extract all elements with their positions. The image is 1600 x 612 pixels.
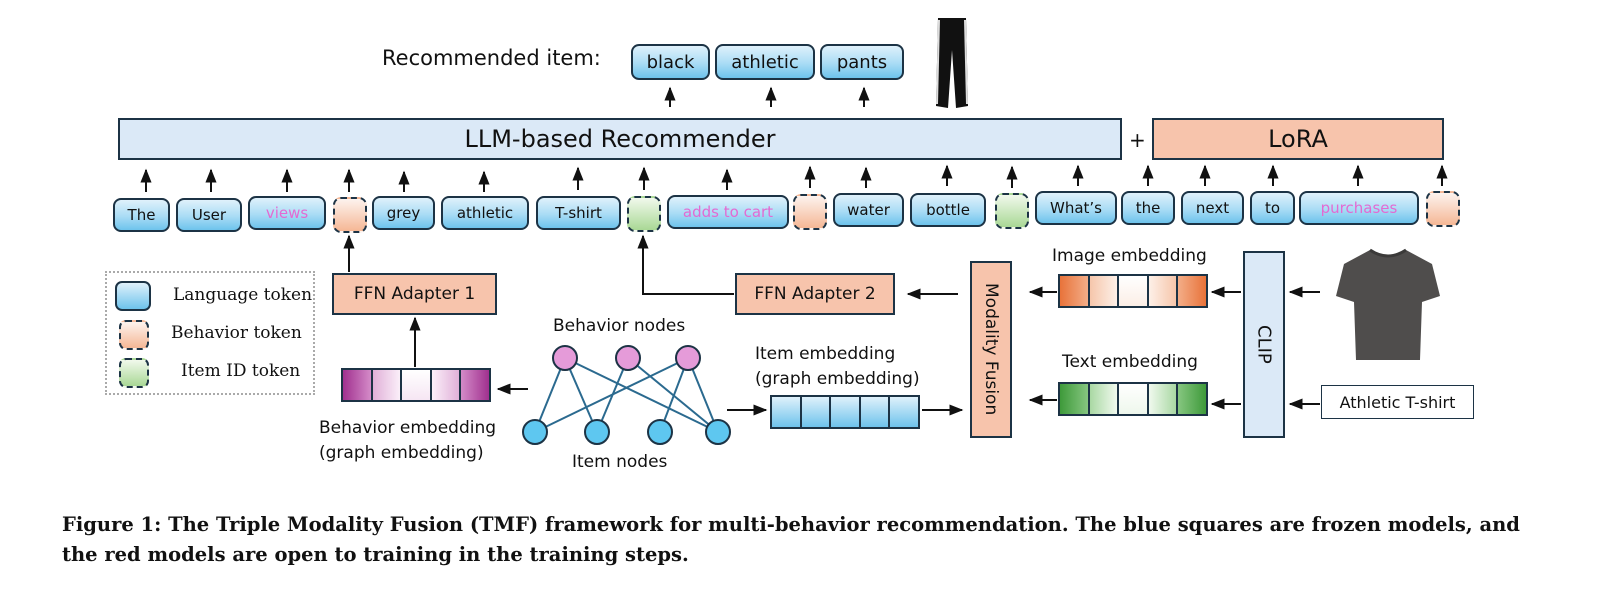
token-views: views: [248, 196, 326, 230]
behavior-token-2: [793, 194, 827, 230]
output-token-athletic: athletic: [715, 44, 815, 80]
token-bottle: bottle: [910, 193, 986, 227]
legend-item-label: Item ID token: [181, 361, 301, 381]
image-embedding-cell: [1119, 276, 1149, 306]
token-user: User: [176, 198, 242, 232]
text-embedding-cell: [1089, 384, 1120, 414]
item-embedding-vector: [770, 395, 920, 429]
behavior-embedding-cell: [402, 370, 432, 400]
token-next: next: [1181, 191, 1244, 225]
token-adds-to-cart: adds to cart: [667, 195, 789, 229]
text-embedding-vector: [1058, 382, 1208, 416]
output-token-black: black: [631, 44, 710, 80]
legend-language-label: Language token: [173, 285, 313, 305]
text-embedding-cell: [1148, 384, 1179, 414]
item-embedding-label-line2: (graph embedding): [755, 369, 920, 389]
image-embedding-label: Image embedding: [1052, 246, 1207, 266]
item-embedding-label: Item embedding (graph embedding): [755, 342, 920, 392]
graph-edge: [564, 357, 719, 433]
behavior-node: [675, 345, 701, 371]
behavior-nodes-label: Behavior nodes: [553, 316, 686, 336]
token-purchases: purchases: [1299, 191, 1419, 225]
behavior-embedding-label-line2: (graph embedding): [319, 443, 484, 463]
llm-recommender-box: LLM-based Recommender: [118, 118, 1122, 160]
item-embedding-label-line1: Item embedding: [755, 344, 896, 364]
token-tshirt: T-shirt: [536, 196, 621, 230]
token-whats: What’s: [1035, 191, 1117, 225]
ffn-adapter-2-box: FFN Adapter 2: [735, 273, 895, 315]
graph-edge: [534, 357, 689, 433]
behavior-embedding-cell: [343, 370, 373, 400]
token-water: water: [833, 193, 904, 227]
legend: Language token Behavior token Item ID to…: [105, 271, 315, 395]
item-node: [522, 419, 548, 445]
image-embedding-cell: [1089, 276, 1120, 306]
token-athletic: athletic: [441, 196, 529, 230]
item-embedding-cell: [801, 397, 832, 427]
modality-fusion-box: Modality Fusion: [970, 261, 1012, 438]
token-to: to: [1250, 191, 1295, 225]
legend-behavior-swatch: [119, 320, 149, 350]
arrow-ffn2-to-token: [637, 234, 734, 295]
image-embedding-cell: [1148, 276, 1179, 306]
bipartite-graph: [522, 345, 731, 445]
ffn-adapter-1-box: FFN Adapter 1: [332, 273, 497, 315]
figure-caption: Figure 1: The Triple Modality Fusion (TM…: [62, 513, 1520, 566]
graph-edge: [659, 357, 689, 433]
behavior-embedding-label-line1: Behavior embedding: [319, 418, 497, 438]
text-embedding-cell: [1060, 384, 1090, 414]
item-embedding-cell: [890, 397, 918, 427]
behavior-embedding-cell: [372, 370, 403, 400]
text-embedding-cell: [1178, 384, 1206, 414]
graph-edge: [534, 357, 566, 433]
item-node: [705, 419, 731, 445]
item-node: [647, 419, 673, 445]
image-embedding-vector: [1058, 274, 1208, 308]
behavior-embedding-cell: [461, 370, 489, 400]
item-node: [584, 419, 610, 445]
text-embedding-cell: [1119, 384, 1149, 414]
image-embedding-cell: [1060, 276, 1090, 306]
token-grey: grey: [372, 196, 435, 230]
legend-item-swatch: [119, 358, 149, 388]
item-id-token-1: [627, 196, 661, 232]
output-token-pants: pants: [820, 44, 904, 80]
graph-edge: [564, 357, 598, 433]
behavior-embedding-vector: [341, 368, 491, 402]
behavior-node: [615, 345, 641, 371]
tshirt-image: [1336, 248, 1440, 360]
behavior-node: [552, 345, 578, 371]
behavior-token-3: [1426, 191, 1460, 227]
pants-image: [936, 18, 968, 108]
text-input-box: Athletic T-shirt: [1321, 385, 1474, 419]
behavior-embedding-label: Behavior embedding (graph embedding): [319, 416, 496, 466]
legend-behavior-label: Behavior token: [171, 323, 302, 343]
token-the-2: the: [1121, 191, 1175, 225]
behavior-token-1: [333, 197, 367, 233]
plus-sign: +: [1129, 128, 1146, 152]
behavior-embedding-cell: [431, 370, 462, 400]
item-id-token-2: [995, 193, 1029, 229]
item-embedding-cell: [831, 397, 861, 427]
item-embedding-cell: [772, 397, 802, 427]
item-nodes-label: Item nodes: [572, 452, 668, 472]
token-the: The: [113, 198, 170, 232]
clip-box: CLIP: [1243, 251, 1285, 438]
legend-language-swatch: [115, 281, 151, 311]
image-embedding-cell: [1178, 276, 1206, 306]
recommended-item-label: Recommended item:: [382, 46, 601, 70]
lora-box: LoRA: [1152, 118, 1444, 160]
graph-edge: [687, 357, 719, 433]
text-embedding-label: Text embedding: [1062, 352, 1198, 372]
item-embedding-cell: [860, 397, 891, 427]
